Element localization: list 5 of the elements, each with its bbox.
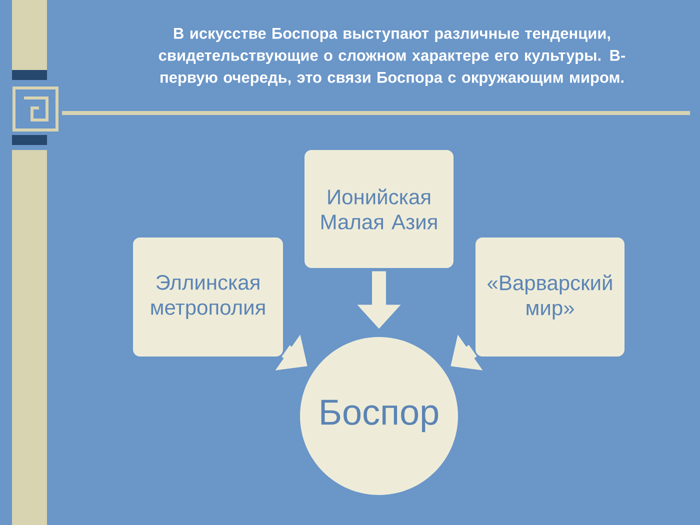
circle-node: Боспор <box>300 337 458 495</box>
text-box: Эллинская метрополия <box>133 238 283 356</box>
text-box: Ионийская Малая Азия <box>304 150 454 268</box>
title-text: В искусстве Боспора выступают различные тенденции, свидетельствующие о сложном характере его культуры. В-первую очередь, это связи Боспора с окружающим миром. <box>158 28 626 86</box>
text-box: «Варварский мир» <box>476 238 624 356</box>
